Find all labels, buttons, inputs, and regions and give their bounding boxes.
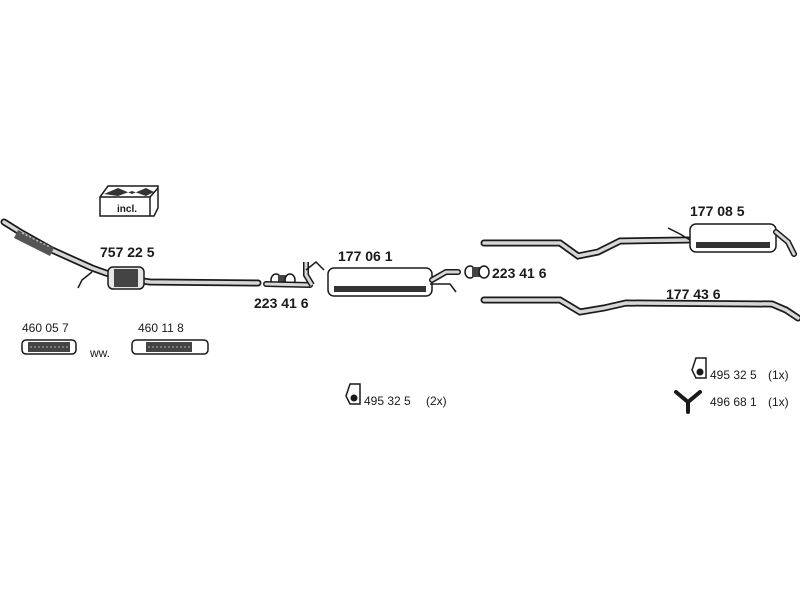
rear-muffler-part bbox=[480, 223, 797, 260]
rear-clamp-icon bbox=[691, 357, 707, 379]
hanger-quantity: (1x) bbox=[768, 395, 789, 409]
catalytic-converter-part bbox=[0, 218, 262, 290]
center-muffler-part bbox=[303, 260, 461, 297]
mounting-kit-box-icon bbox=[99, 185, 159, 217]
rear-clamp-quantity: (1x) bbox=[768, 368, 789, 382]
center-muffler-part-number: 177 06 1 bbox=[338, 248, 393, 264]
flex-pipe-a-part-number: 460 05 7 bbox=[22, 321, 69, 335]
center-clamp-quantity: (2x) bbox=[426, 394, 447, 408]
rear-muffler-part-number: 177 08 5 bbox=[690, 203, 745, 219]
hanger-part-number: 496 68 1 bbox=[710, 395, 757, 409]
hanger-icon bbox=[674, 390, 702, 414]
front-connector-icon bbox=[263, 273, 313, 288]
rear-clamp-part-number: 495 32 5 bbox=[710, 368, 757, 382]
center-clamp-icon bbox=[345, 383, 361, 405]
rear-connector-icon bbox=[464, 265, 490, 279]
tail-pipe-part-number: 177 43 6 bbox=[666, 286, 721, 302]
flex-pipe-b-part-number: 460 11 8 bbox=[138, 321, 184, 335]
front-connector-part-number: 223 41 6 bbox=[254, 295, 309, 311]
alternative-label: ww. bbox=[90, 346, 111, 360]
flex-pipe-b-part bbox=[131, 339, 209, 355]
center-clamp-part-number: 495 32 5 bbox=[364, 394, 411, 408]
tail-pipe-part bbox=[480, 296, 800, 322]
flex-pipe-a-part bbox=[21, 339, 77, 355]
kit-included-label: incl. bbox=[117, 204, 138, 215]
catalytic-converter-part-number: 757 22 5 bbox=[100, 244, 155, 260]
rear-connector-part-number: 223 41 6 bbox=[492, 265, 547, 281]
